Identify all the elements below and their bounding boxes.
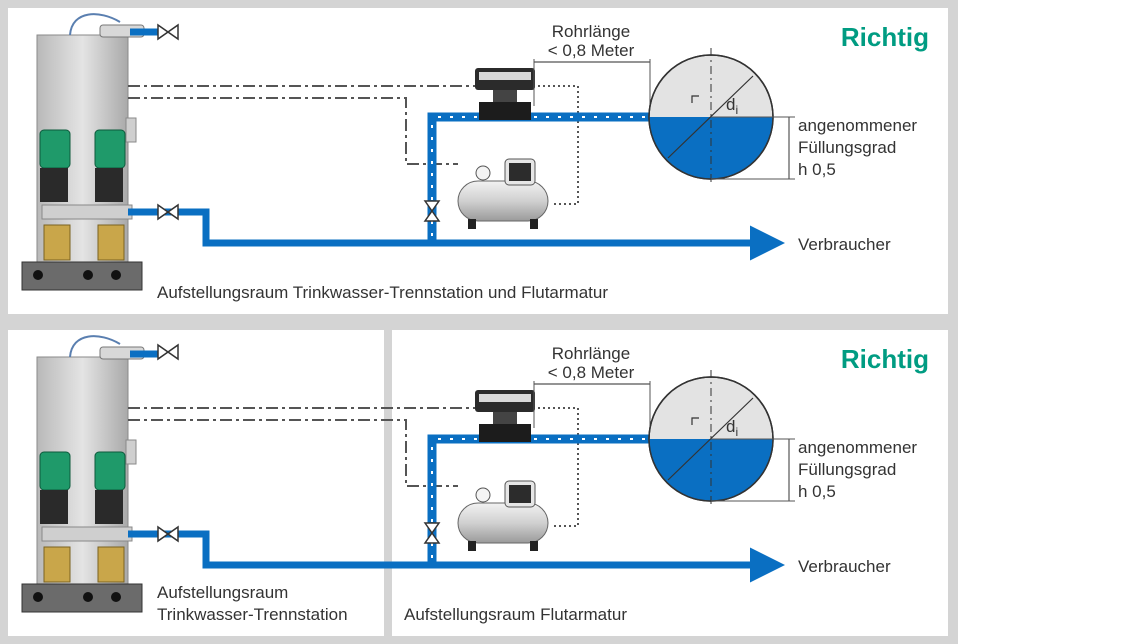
pipe-length-label: Rohrlänge bbox=[552, 344, 630, 363]
fill-label-line1: angenommener bbox=[798, 438, 917, 457]
fill-label-line2: Füllungsgrad bbox=[798, 138, 896, 157]
status-title: Richtig bbox=[841, 22, 929, 52]
room-divider-wall bbox=[384, 330, 392, 636]
diameter-label: di bbox=[726, 95, 738, 117]
room-label-left-line2: Trinkwasser-Trennstation bbox=[157, 605, 348, 624]
fill-label-line3: h 0,5 bbox=[798, 160, 836, 179]
panel-1: Rohrlänge < 0,8 Meter di angenommener Fü… bbox=[0, 0, 958, 322]
panel-1-inner bbox=[8, 8, 948, 314]
air-line-dotted bbox=[538, 85, 579, 205]
fill-label-line2: Füllungsgrad bbox=[798, 460, 896, 479]
consumer-label: Verbraucher bbox=[798, 235, 891, 254]
diameter-label: di bbox=[726, 417, 738, 439]
air-line-dotted bbox=[538, 407, 579, 527]
fill-label-line3: h 0,5 bbox=[798, 482, 836, 501]
pipe-length-value: < 0,8 Meter bbox=[548, 363, 635, 382]
pipe-length-label: Rohrlänge bbox=[552, 22, 630, 41]
consumer-label: Verbraucher bbox=[798, 557, 891, 576]
pipe-length-value: < 0,8 Meter bbox=[548, 41, 635, 60]
room-label: Aufstellungsraum Trinkwasser-Trennstatio… bbox=[157, 283, 608, 302]
status-title: Richtig bbox=[841, 344, 929, 374]
separation-station-illustration bbox=[21, 335, 145, 613]
panel-2: Rohrlänge < 0,8 Meter di angenommener Fü… bbox=[0, 322, 958, 644]
separation-station-illustration bbox=[21, 13, 145, 291]
panel-2-inner bbox=[8, 330, 948, 636]
fill-label-line1: angenommener bbox=[798, 116, 917, 135]
room-label-left-line1: Aufstellungsraum bbox=[157, 583, 288, 602]
room-label-right: Aufstellungsraum Flutarmatur bbox=[404, 605, 627, 624]
